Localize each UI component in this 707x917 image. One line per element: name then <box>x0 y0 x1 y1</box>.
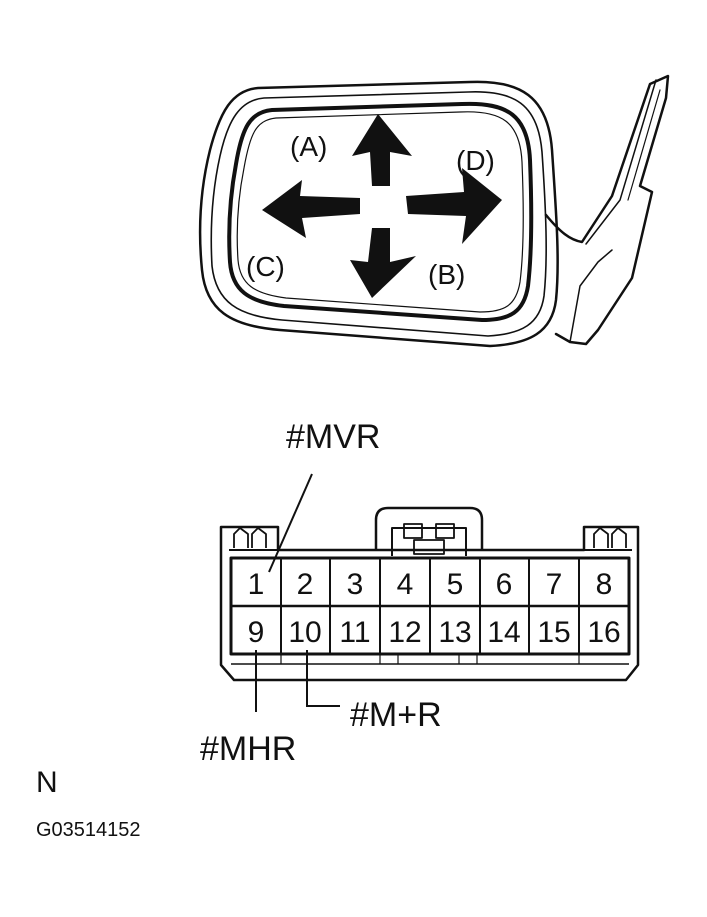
connector-lock-tab <box>374 506 484 550</box>
connector-lock-tab-inner <box>391 527 467 556</box>
footer-letter: N <box>36 766 58 799</box>
figure-code: G03514152 <box>36 819 141 841</box>
pin-number: 8 <box>596 568 613 601</box>
mirror-arrows <box>262 114 502 298</box>
direction-label-b: (B) <box>428 259 465 290</box>
pin-number: 1 <box>248 568 265 601</box>
mirror-mount-edge <box>585 79 657 245</box>
arrow-right-icon <box>406 168 502 244</box>
direction-label-a: (A) <box>290 131 327 162</box>
leader-line-mvr <box>268 473 313 573</box>
mirror-glass-inner <box>236 111 524 313</box>
pin-number: 10 <box>288 616 321 649</box>
callout-mhr: #MHR <box>200 730 296 768</box>
pin-number: 15 <box>537 616 570 649</box>
pin-number: 14 <box>487 616 520 649</box>
pin-row-top: 1 2 3 4 5 6 7 8 <box>248 568 613 601</box>
pin-number: 5 <box>447 568 464 601</box>
leader-line-mpr <box>306 650 340 707</box>
mirror-housing-outer <box>198 80 559 348</box>
callout-leaders <box>255 473 340 712</box>
connector-lock-slot <box>403 523 423 539</box>
pin-row-bottom: 9 10 11 12 13 14 15 16 <box>248 616 621 649</box>
arrow-left-icon <box>262 180 360 238</box>
connector-corner-latch <box>251 527 267 548</box>
connector-corner-latch <box>233 527 249 548</box>
pin-number: 11 <box>339 616 370 649</box>
direction-label-c: (C) <box>246 251 285 282</box>
callout-mvr: #MVR <box>286 418 380 456</box>
mirror-illustration <box>198 74 670 348</box>
mirror-mount-arm <box>544 74 670 346</box>
mirror-mount-edge <box>627 89 661 201</box>
connector-body <box>219 506 640 682</box>
connector-corner-latch <box>593 527 609 548</box>
mirror-glass <box>227 101 534 322</box>
pin-number: 16 <box>587 616 620 649</box>
pin-number: 6 <box>496 568 513 601</box>
connector-corner-latch <box>611 527 627 548</box>
connector-lock-slot <box>413 539 445 555</box>
pin-number: 4 <box>397 568 414 601</box>
arrow-down-icon <box>350 228 416 298</box>
pin-number: 7 <box>546 568 563 601</box>
mirror-housing-rim <box>210 91 547 337</box>
pin-number: 12 <box>388 616 421 649</box>
callout-m-plus-r: #M+R <box>350 696 442 734</box>
connector-lock-slot <box>435 523 455 539</box>
mirror-mount-edge <box>569 249 613 343</box>
arrow-up-icon <box>352 114 412 186</box>
pin-number: 3 <box>347 568 364 601</box>
pin-number: 9 <box>248 616 265 649</box>
pin-number: 13 <box>438 616 471 649</box>
direction-label-d: (D) <box>456 145 495 176</box>
connector-shell <box>219 525 640 682</box>
pin-number: 2 <box>297 568 314 601</box>
